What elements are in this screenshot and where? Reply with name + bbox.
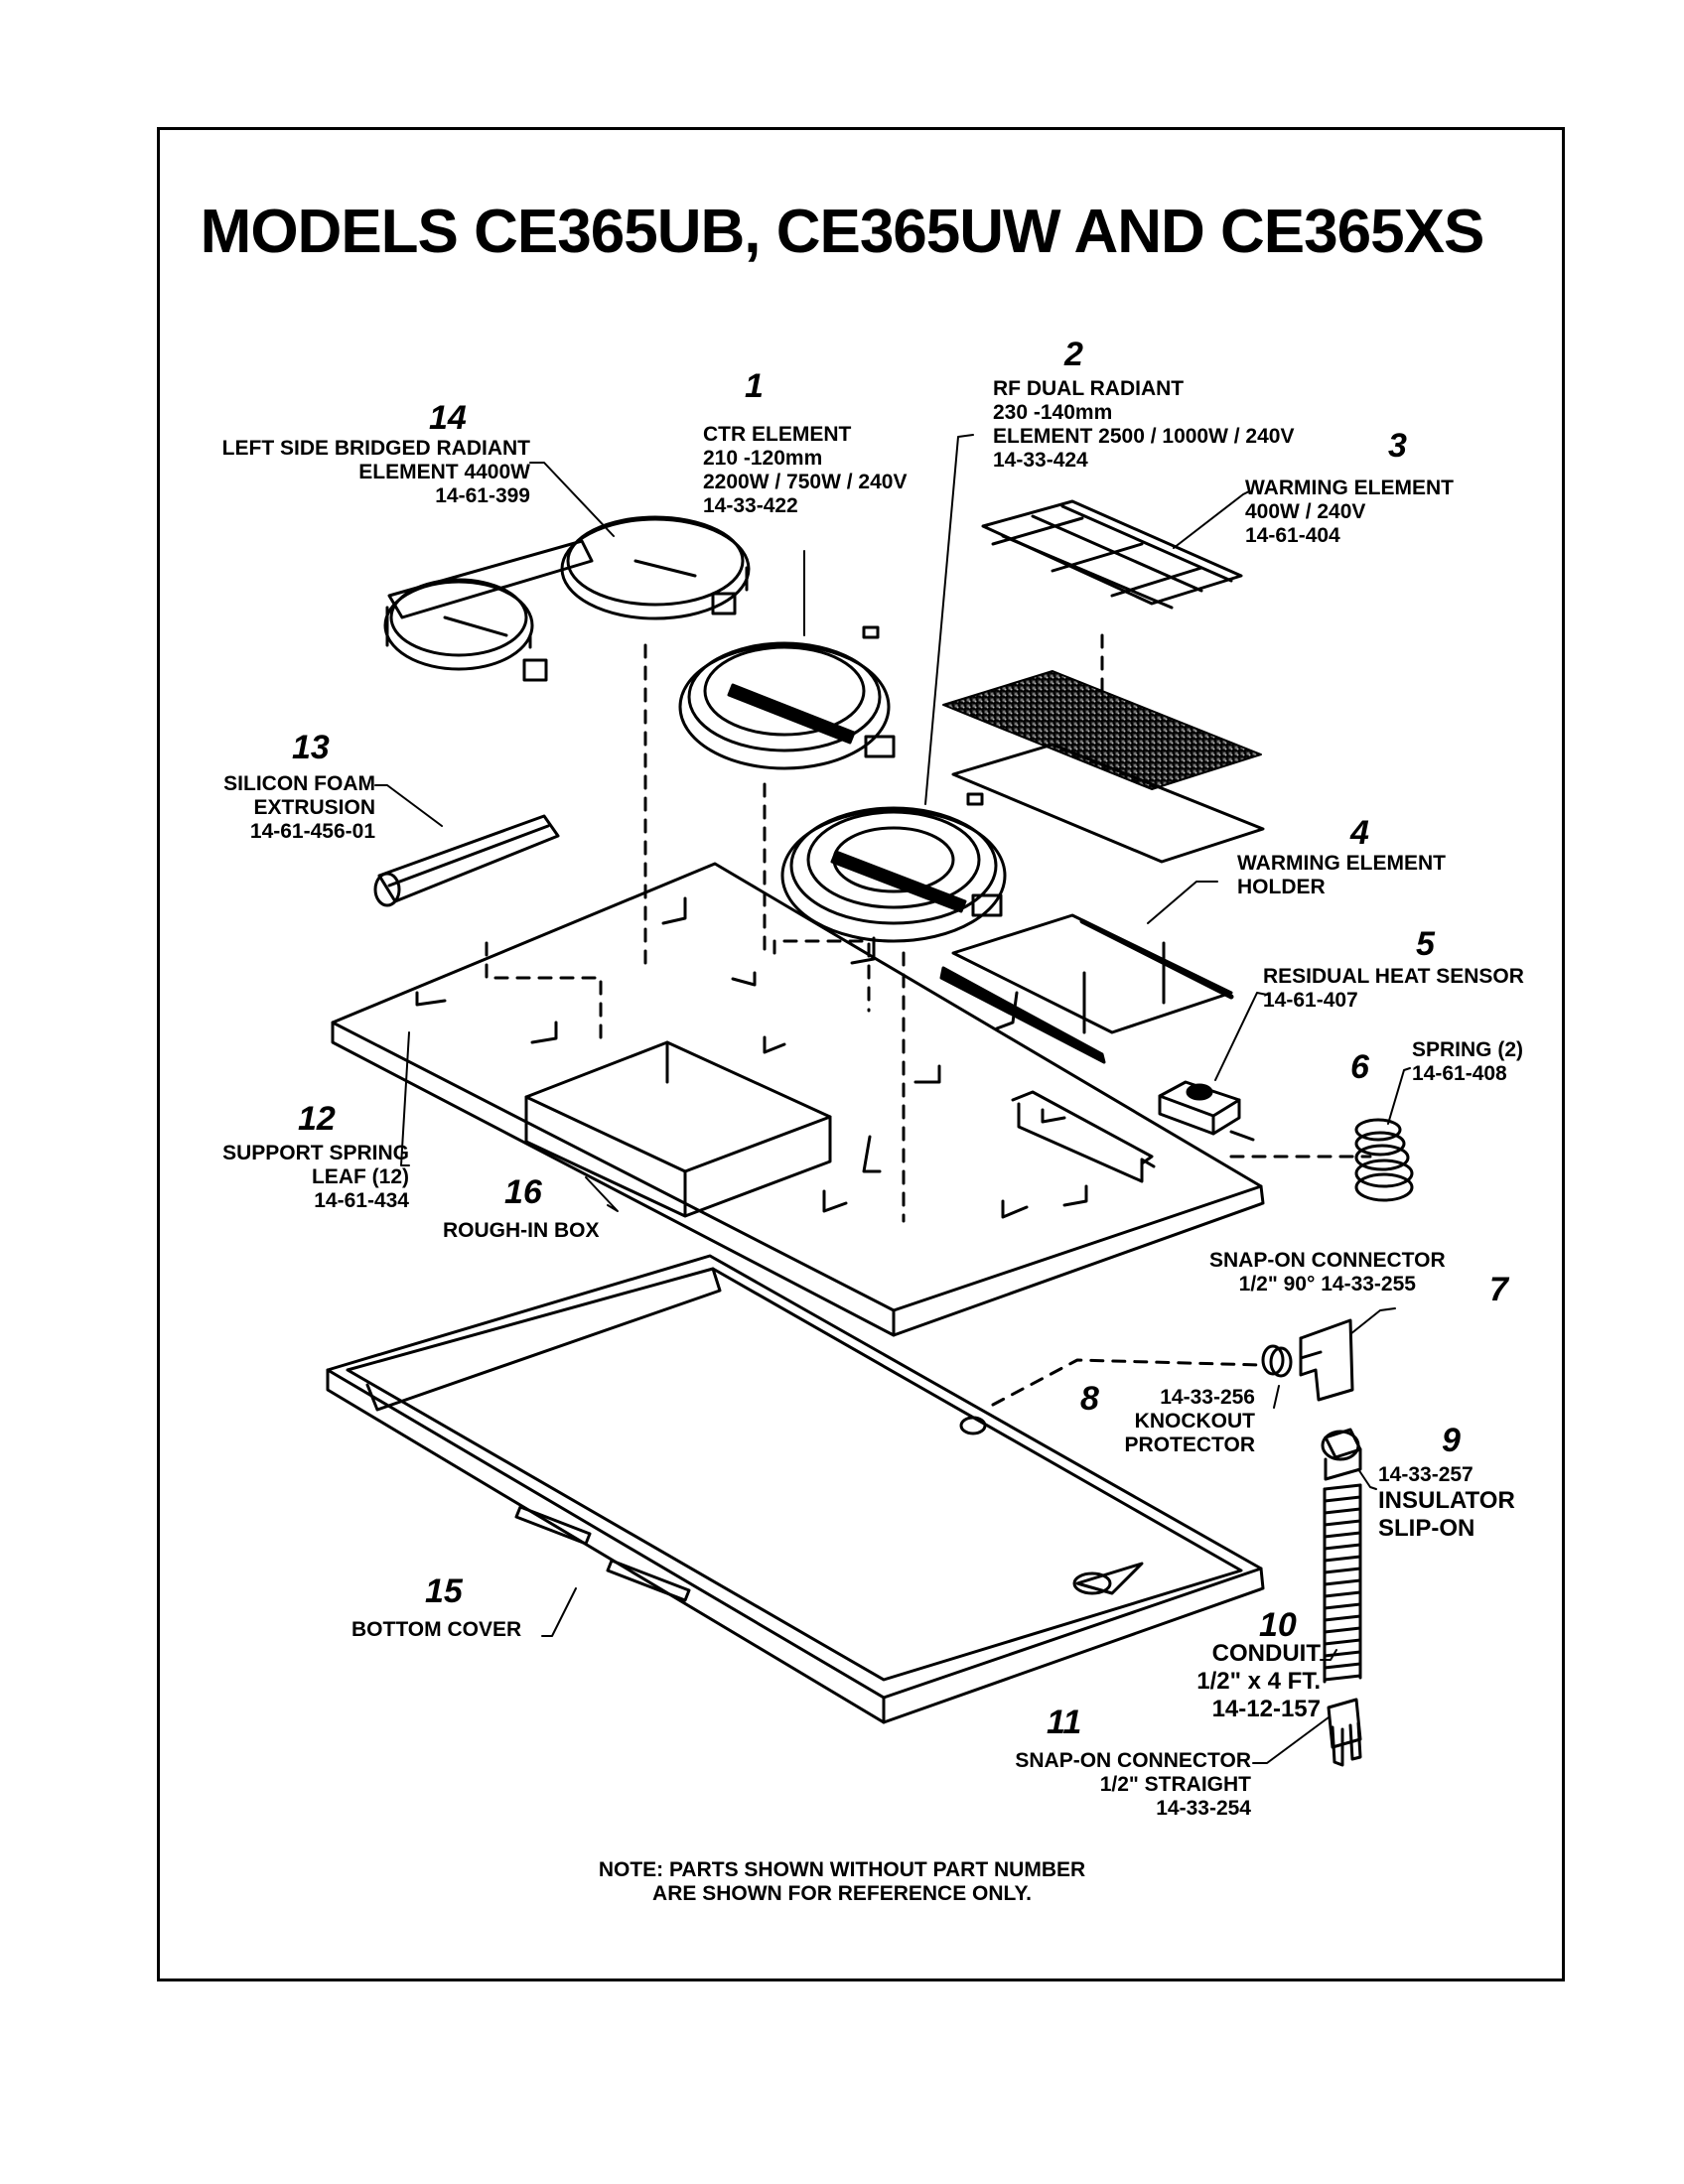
residual-heat-sensor-drawing	[1158, 1080, 1255, 1142]
part-label-line: 14-33-422	[703, 494, 798, 517]
warming-element-drawing	[942, 499, 1265, 864]
bridged-radiant-element-drawing	[383, 515, 751, 682]
part-label-line: SPRING (2)	[1412, 1038, 1524, 1061]
ctr-element-drawing	[678, 625, 896, 770]
page-title: MODELS CE365UB, CE365UW AND CE365XS	[200, 198, 1485, 266]
silicon-foam-extrusion-drawing	[373, 814, 560, 907]
part-label-line: CONDUIT	[1211, 1640, 1321, 1667]
warming-element-holder-drawing	[939, 913, 1234, 1064]
callout-number-10: 10	[1259, 1606, 1297, 1644]
part-label-line: 1/2" 90° 14-33-255	[1238, 1273, 1416, 1296]
callout-number-7: 7	[1489, 1271, 1508, 1308]
leader-lines	[374, 434, 1411, 1764]
part-label-line: 400W / 240V	[1245, 500, 1366, 523]
part-label-line: 1/2" STRAIGHT	[1099, 1773, 1251, 1796]
callout-number-2: 2	[1064, 336, 1083, 373]
part-label-5: RESIDUAL HEAT SENSOR 14-61-407	[1263, 965, 1524, 1013]
callout-number-9: 9	[1442, 1422, 1461, 1459]
part-label-line: WARMING ELEMENT	[1245, 477, 1454, 499]
part-label-line: EXTRUSION	[253, 796, 375, 819]
part-label-line: 2200W / 750W / 240V	[703, 471, 908, 493]
part-label-line: SNAP-ON CONNECTOR	[1015, 1749, 1251, 1772]
part-label-line: PROTECTOR	[1124, 1433, 1255, 1456]
part-label-line: ELEMENT 2500 / 1000W / 240V	[993, 425, 1295, 448]
callout-number-8: 8	[1080, 1380, 1099, 1418]
rough-in-box-drawing	[331, 862, 1265, 1337]
part-label-16: ROUGH-IN BOX	[443, 1219, 600, 1243]
part-label-line: CTR ELEMENT	[703, 423, 852, 446]
rf-dual-radiant-drawing	[780, 792, 1007, 943]
part-label-13: SILICON FOAM EXTRUSION 14-61-456-01	[179, 772, 375, 844]
callout-number-4: 4	[1350, 814, 1369, 852]
part-label-line: 14-33-256	[1160, 1386, 1255, 1409]
part-label-12: SUPPORT SPRING LEAF (12) 14-61-434	[189, 1142, 409, 1213]
part-label-line: 14-33-254	[1156, 1797, 1251, 1820]
part-label-8: 14-33-256 KNOCKOUT PROTECTOR	[1096, 1386, 1255, 1457]
part-label-line: ROUGH-IN BOX	[443, 1219, 600, 1242]
spring-drawing	[1354, 1118, 1414, 1202]
callout-number-5: 5	[1416, 925, 1435, 963]
part-label-1: CTR ELEMENT 210 -120mm 2200W / 750W / 24…	[703, 423, 907, 518]
part-label-line: SLIP-ON	[1378, 1515, 1475, 1542]
part-label-line: LEFT SIDE BRIDGED RADIANT	[221, 437, 530, 460]
alignment-dashed-lines	[485, 633, 1372, 1407]
callout-number-3: 3	[1388, 427, 1407, 465]
part-label-line: 1/2" x 4 FT.	[1196, 1668, 1321, 1695]
part-label-line: INSULATOR	[1378, 1487, 1515, 1514]
part-label-line: 14-61-456-01	[249, 820, 375, 843]
part-label-line: SNAP-ON CONNECTOR	[1209, 1249, 1446, 1272]
part-label-line: 14-61-434	[314, 1189, 409, 1212]
part-label-line: SUPPORT SPRING	[222, 1142, 409, 1164]
part-label-line: 230 -140mm	[993, 401, 1113, 424]
part-label-line: 14-61-407	[1263, 989, 1358, 1012]
part-label-line: BOTTOM COVER	[351, 1618, 522, 1641]
connector-parts-drawing	[1261, 1318, 1362, 1767]
note-line: ARE SHOWN FOR REFERENCE ONLY.	[652, 1882, 1032, 1905]
part-label-10: CONDUIT 1/2" x 4 FT. 14-12-157	[1142, 1640, 1321, 1723]
part-label-line: 14-12-157	[1211, 1696, 1321, 1722]
part-label-2: RF DUAL RADIANT 230 -140mm ELEMENT 2500 …	[993, 377, 1294, 473]
note-line: NOTE: PARTS SHOWN WITHOUT PART NUMBER	[598, 1858, 1086, 1881]
part-label-7: SNAP-ON CONNECTOR 1/2" 90° 14-33-255	[1209, 1249, 1446, 1297]
part-label-line: ELEMENT 4400W	[358, 461, 530, 483]
part-label-6: SPRING (2) 14-61-408	[1412, 1038, 1523, 1086]
part-label-line: 14-61-399	[435, 484, 530, 507]
part-label-line: 14-33-424	[993, 449, 1088, 472]
callout-number-14: 14	[429, 399, 467, 437]
part-label-line: 14-33-257	[1378, 1463, 1474, 1486]
part-label-9: 14-33-257 INSULATOR SLIP-ON	[1378, 1463, 1515, 1543]
part-label-15: BOTTOM COVER	[351, 1618, 521, 1642]
part-label-line: WARMING ELEMENT	[1237, 852, 1446, 875]
part-label-line: RF DUAL RADIANT	[993, 377, 1185, 400]
part-label-3: WARMING ELEMENT 400W / 240V 14-61-404	[1245, 477, 1454, 548]
callout-number-6: 6	[1350, 1048, 1369, 1086]
reference-note: NOTE: PARTS SHOWN WITHOUT PART NUMBER AR…	[0, 1858, 1684, 1906]
callout-number-15: 15	[425, 1572, 463, 1610]
bottom-cover-drawing	[326, 1254, 1265, 1724]
part-label-line: HOLDER	[1237, 876, 1326, 898]
callout-number-13: 13	[292, 729, 330, 766]
part-label-line: LEAF (12)	[311, 1165, 409, 1188]
part-label-line: 14-61-404	[1245, 524, 1340, 547]
part-label-14: LEFT SIDE BRIDGED RADIANT ELEMENT 4400W …	[179, 437, 530, 508]
part-label-line: RESIDUAL HEAT SENSOR	[1263, 965, 1524, 988]
part-label-line: SILICON FOAM	[223, 772, 375, 795]
part-label-11: SNAP-ON CONNECTOR 1/2" STRAIGHT 14-33-25…	[973, 1749, 1251, 1821]
callout-number-12: 12	[298, 1100, 336, 1138]
part-label-line: KNOCKOUT	[1134, 1410, 1255, 1433]
part-label-line: 14-61-408	[1412, 1062, 1507, 1085]
part-label-line: 210 -120mm	[703, 447, 823, 470]
callout-number-11: 11	[1047, 1704, 1082, 1741]
callout-number-16: 16	[504, 1173, 542, 1211]
part-label-4: WARMING ELEMENT HOLDER	[1237, 852, 1446, 899]
callout-number-1: 1	[745, 367, 764, 405]
diagram-border	[157, 127, 1565, 1981]
